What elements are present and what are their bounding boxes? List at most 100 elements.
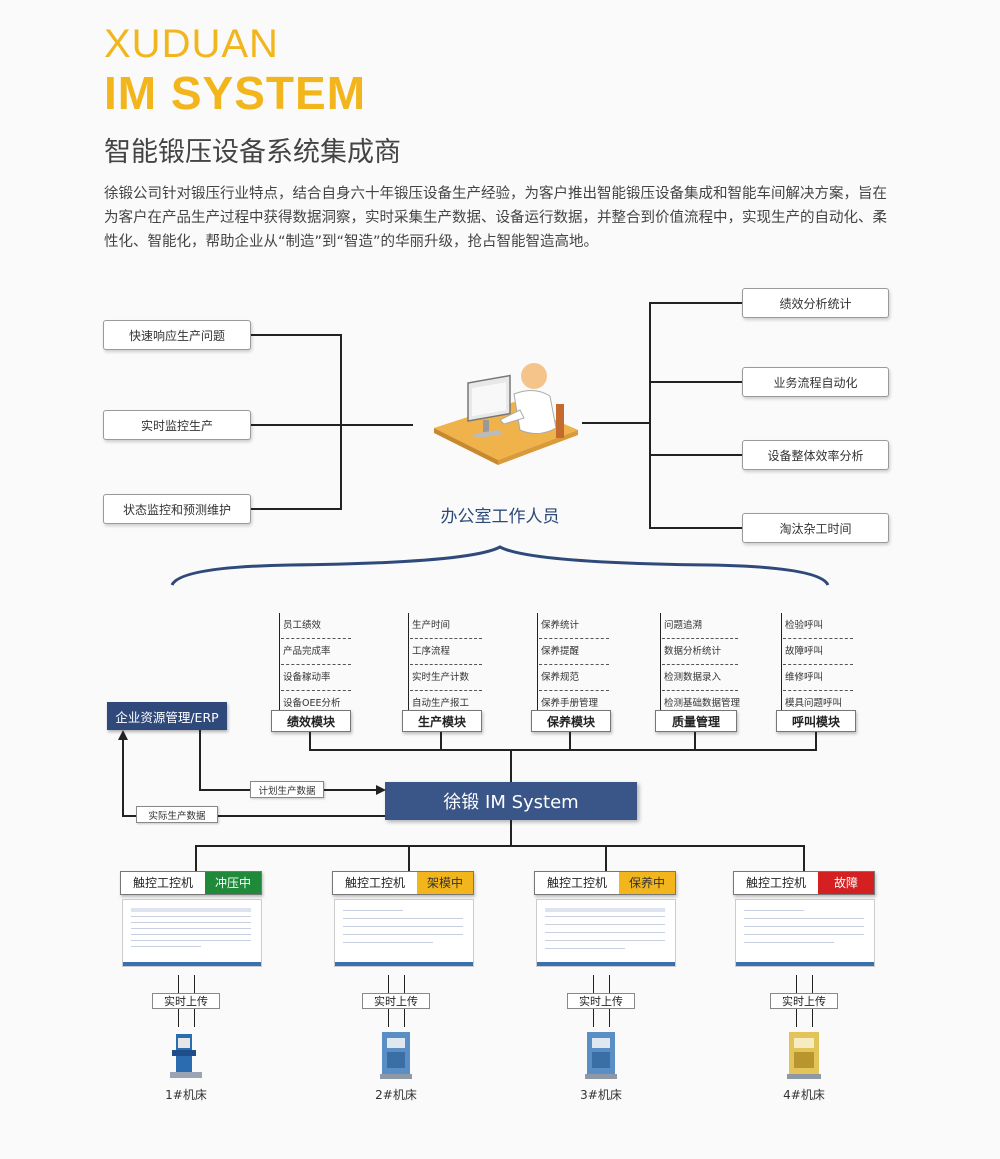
machine-label: 1#机床 [165, 1088, 207, 1102]
module-list-maintenance: 保养统计 保养提醒 保养规范 保养手册管理 [539, 613, 609, 716]
plan-data-label: 计划生产数据 [250, 781, 324, 798]
connector [660, 613, 661, 710]
list-item: 设备OEE分析 [283, 698, 341, 709]
intro-paragraph: 徐锻公司针对锻压行业特点，结合自身六十年锻压设备生产经验，为客户推出智能锻压设备… [104, 186, 887, 250]
machine-label: 2#机床 [375, 1088, 417, 1102]
connector [122, 815, 385, 817]
screen-row [343, 926, 463, 927]
module-list-quality: 问题追溯 数据分析统计 检测数据录入 检测基础数据管理 [662, 613, 741, 716]
list-item: 问题追溯 [662, 613, 738, 639]
screen-row [545, 932, 665, 933]
connector [605, 845, 607, 871]
list-item: 保养提醒 [539, 639, 609, 665]
connector [510, 820, 512, 846]
office-staff-label: 办公室工作人员 [440, 507, 560, 527]
list-item: 保养手册管理 [541, 698, 599, 709]
connector [408, 845, 410, 871]
connector [694, 732, 696, 750]
screen-row [131, 940, 251, 941]
list-item: 检测数据录入 [662, 665, 738, 691]
terminal-header: 触控工控机 架模中 [332, 871, 474, 895]
screen-bar [537, 962, 675, 966]
screen-bar [123, 962, 261, 966]
screen-row [343, 934, 463, 935]
terminal-3: 触控工控机 保养中 [534, 871, 676, 973]
terminal-title: 触控工控机 [546, 876, 607, 890]
connector [649, 302, 742, 304]
connector [309, 732, 311, 750]
machine-label: 3#机床 [580, 1088, 622, 1102]
terminal-header: 触控工控机 冲压中 [120, 871, 262, 895]
terminal-screen [122, 899, 262, 967]
module-quality: 质量管理 [655, 710, 737, 732]
module-maintenance: 保养模块 [531, 710, 611, 732]
upload-label: 实时上传 [770, 993, 838, 1009]
machine-label: 4#机床 [783, 1088, 825, 1102]
module-list-performance: 员工绩效 产品完成率 设备稼动率 设备OEE分析 [281, 613, 351, 716]
arrow-right-icon [376, 785, 386, 795]
screen-row [545, 948, 625, 949]
screen-row [545, 908, 665, 912]
screen-row [343, 910, 403, 911]
screen-row [131, 934, 251, 935]
module-performance: 绩效模块 [271, 710, 351, 732]
screen-row [545, 940, 665, 941]
connector [781, 613, 782, 710]
terminal-2: 触控工控机 架模中 [332, 871, 474, 973]
upload-label: 实时上传 [152, 993, 220, 1009]
office-benefit-fast-response: 快速响应生产问题 [103, 320, 251, 350]
terminal-screen [735, 899, 875, 967]
connector [195, 845, 197, 871]
connector [195, 845, 805, 847]
terminal-4: 触控工控机 故障 [733, 871, 875, 973]
list-item: 数据分析统计 [662, 639, 738, 665]
module-call: 呼叫模块 [776, 710, 856, 732]
connector [249, 508, 341, 510]
upload-label: 实时上传 [362, 993, 430, 1009]
list-item: 检测基础数据管理 [664, 698, 741, 709]
connector [408, 613, 409, 710]
screen-row [744, 926, 864, 927]
connector [537, 613, 538, 710]
screen-row [131, 908, 251, 912]
screen-row [744, 918, 864, 919]
office-benefit-performance-stats: 绩效分析统计 [742, 288, 889, 318]
list-item: 实时生产计数 [410, 665, 482, 691]
terminal-title: 触控工控机 [344, 876, 405, 890]
module-list-call: 检验呼叫 故障呼叫 维修呼叫 模具问题呼叫 [783, 613, 853, 716]
list-item: 维修呼叫 [783, 665, 853, 691]
screen-row [545, 924, 665, 925]
terminal-title: 触控工控机 [132, 876, 193, 890]
list-item: 自动生产报工 [412, 698, 470, 709]
connector [309, 749, 817, 751]
screen-row [131, 946, 201, 947]
brace-shape [170, 545, 830, 586]
terminal-1: 触控工控机 冲压中 [120, 871, 262, 973]
screen-row [343, 918, 463, 919]
terminal-screen [334, 899, 474, 967]
office-benefit-predictive-maintenance: 状态监控和预测维护 [103, 494, 251, 524]
terminal-header: 触控工控机 保养中 [534, 871, 676, 895]
list-item: 生产时间 [410, 613, 482, 639]
connector [341, 424, 413, 426]
press-machine-icon [170, 1034, 202, 1078]
screen-row [131, 916, 251, 917]
screen-row [545, 916, 665, 917]
actual-data-label: 实际生产数据 [136, 806, 218, 823]
terminal-header: 触控工控机 故障 [733, 871, 875, 895]
list-item: 保养规范 [539, 665, 609, 691]
screen-row [343, 942, 433, 943]
list-item: 员工绩效 [281, 613, 351, 639]
module-production: 生产模块 [402, 710, 482, 732]
office-benefit-oee-analysis: 设备整体效率分析 [742, 440, 889, 470]
connector [803, 845, 805, 871]
screen-bar [335, 962, 473, 966]
list-item: 保养统计 [539, 613, 609, 639]
connector [649, 302, 651, 528]
office-benefit-eliminate-idle-time: 淘汰杂工时间 [742, 513, 889, 543]
screen-row [131, 928, 251, 929]
connector [649, 454, 742, 456]
connector [582, 422, 650, 424]
connector [510, 750, 512, 782]
status-badge: 保养中 [619, 872, 675, 894]
